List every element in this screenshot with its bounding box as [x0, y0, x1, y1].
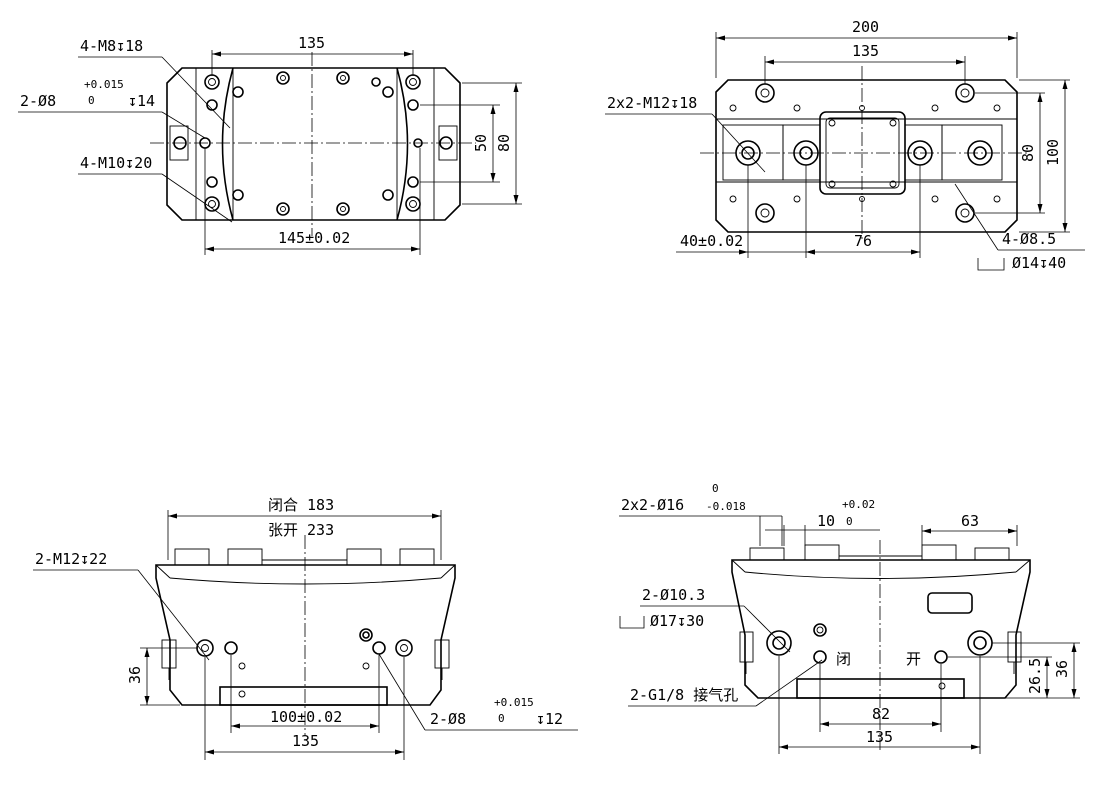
br-label-close: 闭 [836, 650, 851, 668]
br-callout-air: 2-G1/8 接气孔 [630, 686, 738, 704]
bl-tol-upper: +0.015 [494, 696, 534, 709]
br-label-open: 开 [906, 650, 921, 668]
bl-callout-m12: 2-M12↧22 [35, 550, 107, 568]
bl-label-open: 张开 233 [268, 521, 334, 539]
tr-dim-80: 80 [1019, 144, 1037, 162]
br-dim-26-5: 26.5 [1026, 658, 1044, 694]
bl-callout-pin: 2-Ø8 [430, 710, 466, 728]
br-callout-bore: 2x2-Ø16 [621, 496, 684, 514]
br-dim-36: 36 [1053, 660, 1071, 678]
bottom-left-view: 闭合 183 张开 233 2-M12↧22 36 100±0.02 135 2… [33, 496, 578, 760]
br-dim-10: 10 [817, 512, 835, 530]
br-tol-bore-lower: -0.018 [706, 500, 746, 513]
br-callout-hole: 2-Ø10.3 [642, 586, 705, 604]
br-callout-cbore: Ø17↧30 [650, 612, 704, 630]
tr-dim-135: 135 [852, 42, 879, 60]
tr-callout-m12: 2x2-M12↧18 [607, 94, 697, 112]
br-dim-63: 63 [961, 512, 979, 530]
tr-callout-hole: 4-Ø8.5 [1002, 230, 1056, 248]
tl-dim-80: 80 [495, 134, 513, 152]
top-left-view: 135 145±0.02 50 80 4-M8↧18 2-Ø8 +0.015 0… [18, 34, 522, 255]
tr-callout-cbore: Ø14↧40 [1012, 254, 1066, 272]
bl-dim-36: 36 [126, 666, 144, 684]
br-dim-135: 135 [866, 728, 893, 746]
tl-dim-135: 135 [298, 34, 325, 52]
tl-callout-m10: 4-M10↧20 [80, 154, 152, 172]
tl-callout-pin: 2-Ø8 [20, 92, 56, 110]
br-tol-bore-upper: 0 [712, 482, 719, 495]
br-dim-82: 82 [872, 705, 890, 723]
bl-callout-pin-depth: ↧12 [536, 710, 563, 728]
tr-dim-200: 200 [852, 18, 879, 36]
tr-dim-100: 100 [1044, 139, 1062, 166]
tr-dim-76: 76 [854, 232, 872, 250]
bl-label-closed: 闭合 183 [268, 496, 334, 514]
br-tol-10-lower: 0 [846, 515, 853, 528]
top-left-holes [199, 71, 423, 216]
bottom-right-view: 闭 开 2x2-Ø16 0 -0.018 10 +0.02 0 63 2-Ø10… [619, 482, 1080, 754]
bl-dim-100: 100±0.02 [270, 708, 342, 726]
tr-dim-40: 40±0.02 [680, 232, 743, 250]
bl-dim-135: 135 [292, 732, 319, 750]
tl-tol-upper: +0.015 [84, 78, 124, 91]
bl-tol-lower: 0 [498, 712, 505, 725]
tl-callout-m8: 4-M8↧18 [80, 37, 143, 55]
tl-callout-pin-depth: ↧14 [128, 92, 155, 110]
tl-tol-lower: 0 [88, 94, 95, 107]
tl-dim-145: 145±0.02 [278, 229, 350, 247]
top-right-view: 200 135 80 100 40±0.02 76 2x2-M12↧18 [605, 18, 1085, 272]
tl-dim-50: 50 [472, 134, 490, 152]
br-tol-10-upper: +0.02 [842, 498, 875, 511]
